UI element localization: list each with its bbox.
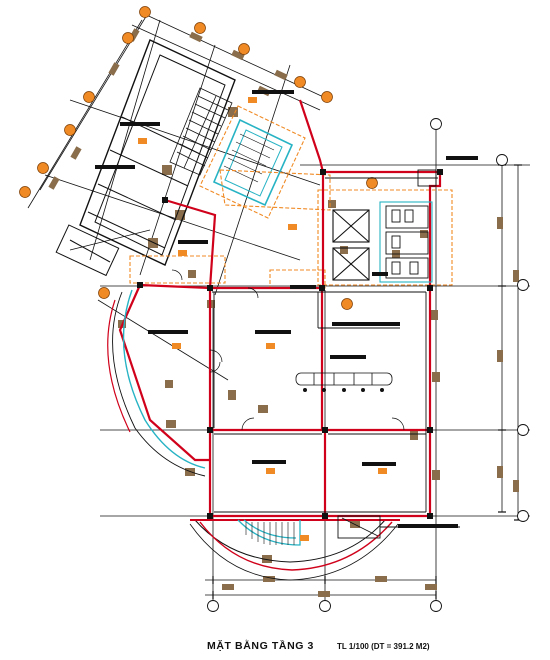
dimension-tags xyxy=(48,28,519,597)
axis-bubbles xyxy=(19,6,378,310)
drawing-caption: MẶT BẰNG TẦNG 3 TL 1/100 (DT = 391.2 M2) xyxy=(0,632,550,656)
bottom-balcony xyxy=(189,519,400,581)
doors xyxy=(171,269,405,431)
dimension-ticks xyxy=(212,164,522,599)
exterior-walls xyxy=(118,99,442,518)
stair-icon xyxy=(169,87,233,176)
column-icon xyxy=(137,169,443,519)
bottom-stair-treads xyxy=(245,522,295,545)
curved-facade xyxy=(107,289,206,477)
rotated-wing xyxy=(55,39,236,277)
reception-desk xyxy=(295,372,393,386)
axis-bubble-icon xyxy=(139,6,151,18)
toilet-icon xyxy=(385,169,437,279)
rotated-core-hatch xyxy=(223,133,275,183)
elevator-icon xyxy=(332,209,370,281)
inner-walls xyxy=(212,177,438,513)
room-label-icon xyxy=(95,90,478,528)
bottom-stair-icon xyxy=(237,519,301,546)
core-cyan xyxy=(379,201,433,283)
drawing-title: MẶT BẰNG TẦNG 3 xyxy=(207,640,314,652)
chairs xyxy=(303,388,384,392)
highlight-zones xyxy=(129,105,453,289)
drawing-scale-note: TL 1/100 (DT = 391.2 M2) xyxy=(337,642,430,651)
axis-bubbles-outline xyxy=(207,118,529,612)
room-markers xyxy=(138,97,387,541)
rotated-core xyxy=(212,118,294,207)
